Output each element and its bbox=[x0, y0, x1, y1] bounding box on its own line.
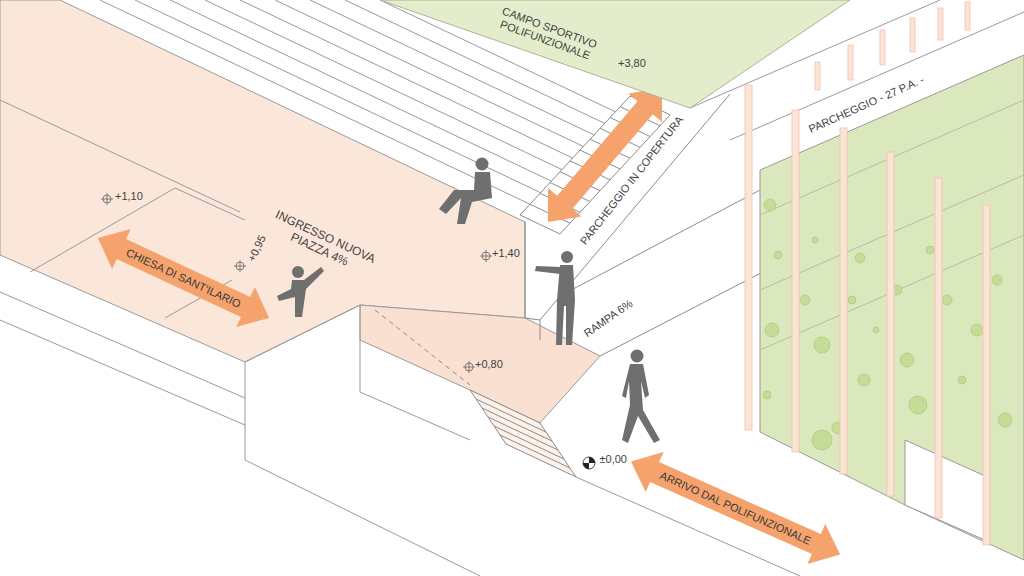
pointing-arm bbox=[535, 266, 561, 274]
foliage-dot bbox=[800, 295, 810, 305]
foliage-dot bbox=[858, 374, 870, 386]
person-head bbox=[631, 350, 644, 363]
sports-field: CAMPO SPORTIVO POLIFUNZIONALE bbox=[380, 0, 850, 108]
foliage-dot bbox=[855, 253, 865, 263]
kicking-person bbox=[277, 267, 324, 317]
seating-steps bbox=[100, 0, 615, 204]
area-label: PARCHEGGIO - 27 P.A. - bbox=[806, 73, 925, 136]
fin bbox=[880, 30, 885, 65]
pointing-person bbox=[556, 265, 575, 345]
elevation-label: +0,80 bbox=[475, 358, 503, 371]
fin bbox=[983, 205, 990, 545]
label-holder: ±0,00 bbox=[600, 453, 627, 466]
plaza-surface bbox=[0, 0, 525, 362]
foliage-dot bbox=[763, 391, 771, 399]
elevation-label: +3,80 bbox=[618, 57, 646, 70]
fin bbox=[840, 128, 847, 474]
datum-marker bbox=[583, 457, 595, 469]
foliage-dot bbox=[765, 323, 779, 337]
slope-line bbox=[375, 310, 470, 385]
foliage-dot bbox=[812, 237, 818, 243]
fin bbox=[792, 110, 799, 452]
node-text: ARRIVO DAL POLIFUNZIONALE bbox=[657, 469, 812, 548]
arrow-shape bbox=[621, 441, 848, 574]
ramp-edges bbox=[560, 190, 790, 356]
fin bbox=[848, 45, 853, 80]
elevation-marker bbox=[101, 193, 113, 205]
sitting-person bbox=[439, 172, 492, 224]
node-text: CHIESA DI SANT'ILARIO bbox=[123, 246, 242, 311]
fin bbox=[815, 62, 820, 90]
foliage-dot bbox=[909, 396, 927, 414]
label-holder: RAMPA 6% bbox=[581, 296, 635, 339]
foliage-dot bbox=[942, 295, 952, 305]
stair bbox=[470, 390, 576, 477]
elevation-label: +0,95 bbox=[245, 233, 269, 264]
node-outline bbox=[380, 0, 850, 108]
wall-edges bbox=[0, 292, 800, 576]
foliage-dot bbox=[926, 246, 934, 254]
elevation-label: +1,40 bbox=[492, 247, 520, 260]
area-label: INGRESSO NUOVA PIAZZA 4% bbox=[267, 207, 378, 278]
green-facade bbox=[760, 55, 1024, 560]
person-head bbox=[476, 158, 489, 171]
person-head bbox=[561, 251, 573, 263]
direction-arrow: CHIESA DI SANT'ILARIO bbox=[88, 218, 278, 338]
arrow-shape bbox=[88, 218, 278, 338]
area-label: PARCHEGGIO IN COPERTURA bbox=[578, 113, 687, 247]
label-holder: +1,40 bbox=[492, 247, 520, 260]
label-holder: +3,80 bbox=[618, 57, 646, 70]
walking-person bbox=[622, 364, 660, 443]
foliage-dot bbox=[900, 353, 914, 367]
elevation-label: +1,10 bbox=[115, 190, 143, 203]
direction-arrow: ARRIVO DAL POLIFUNZIONALE bbox=[621, 441, 848, 574]
people bbox=[277, 158, 660, 444]
datum-marker bbox=[583, 457, 595, 469]
label-holder: +1,10 bbox=[115, 190, 143, 203]
foliage-dot bbox=[774, 251, 782, 259]
foliage-dot bbox=[992, 275, 1002, 285]
foliage-dot bbox=[873, 327, 879, 333]
label-holder: +0,95 bbox=[245, 233, 269, 264]
fin bbox=[745, 85, 752, 430]
fin bbox=[935, 178, 942, 518]
person-head bbox=[292, 266, 304, 278]
slope-label: RAMPA 6% bbox=[581, 296, 635, 339]
label-holder: PARCHEGGIO - 27 P.A. - bbox=[806, 73, 925, 136]
facade-fins bbox=[745, 2, 990, 545]
elevation-label: ±0,00 bbox=[600, 453, 627, 466]
fin bbox=[965, 2, 970, 30]
elevation-marker bbox=[234, 260, 246, 272]
foliage-dot bbox=[764, 199, 776, 211]
foliage-dot bbox=[998, 413, 1012, 427]
entrance-opening bbox=[905, 440, 985, 540]
fin bbox=[910, 18, 915, 52]
elevation-marker bbox=[480, 250, 492, 262]
foliage-dot bbox=[848, 296, 856, 304]
foliage-dot bbox=[812, 430, 832, 450]
terrace-edges bbox=[0, 100, 245, 318]
field-surface bbox=[380, 0, 850, 108]
foliage-dot bbox=[958, 376, 966, 384]
elevation-marker bbox=[463, 361, 475, 373]
label-holder: INGRESSO NUOVA PIAZZA 4% bbox=[267, 207, 378, 278]
label-holder: +0,80 bbox=[475, 358, 503, 371]
foliage-dot bbox=[971, 324, 983, 336]
stair-treads bbox=[476, 399, 570, 468]
foliage-dot bbox=[814, 337, 830, 353]
fin bbox=[887, 152, 894, 496]
label-holder: PARCHEGGIO IN COPERTURA bbox=[578, 113, 687, 247]
fin bbox=[938, 8, 943, 40]
